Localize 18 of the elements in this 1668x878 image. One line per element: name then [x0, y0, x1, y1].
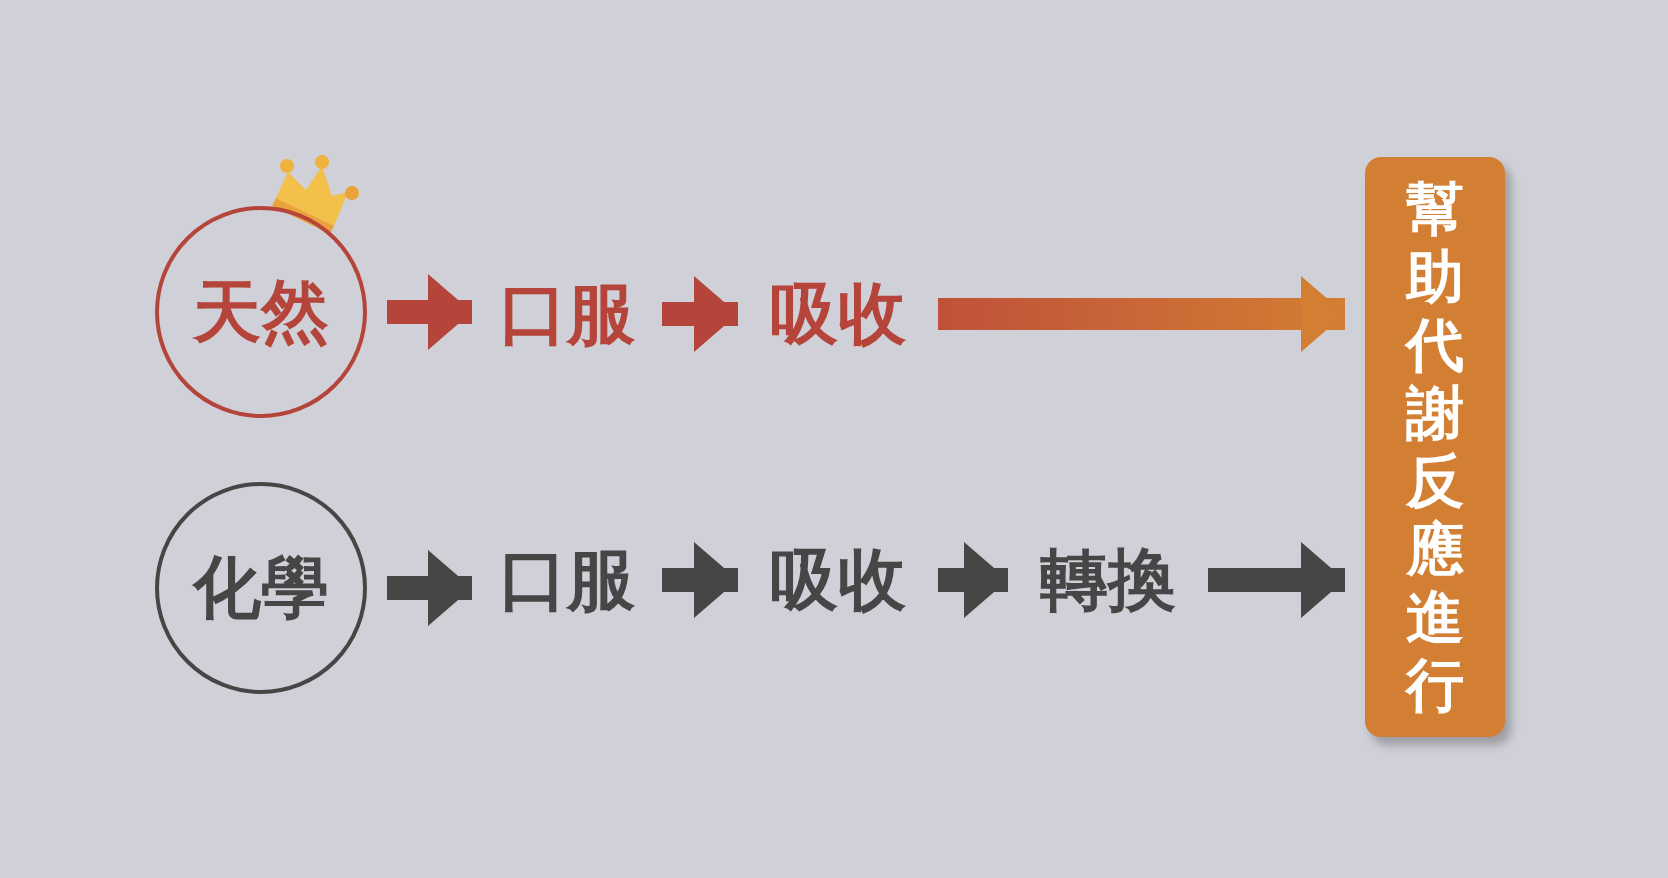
arrow [387, 550, 472, 626]
node-label: 天然 [193, 278, 329, 346]
arrow [938, 542, 1008, 618]
result-label: 幫助代謝反應進行 [1404, 175, 1465, 719]
circle-node [155, 482, 367, 694]
result-box [1365, 157, 1505, 737]
step-label: 口服 [499, 280, 635, 348]
circle-node [155, 206, 367, 418]
arrow [662, 276, 738, 352]
arrow [387, 274, 472, 350]
step-label: 口服 [499, 546, 635, 614]
step-label: 吸收 [770, 546, 906, 614]
node-label: 化學 [193, 554, 329, 622]
arrow [938, 276, 1345, 352]
step-label: 轉換 [1040, 546, 1176, 614]
arrow [662, 542, 738, 618]
arrow [1208, 542, 1345, 618]
step-label: 吸收 [770, 280, 906, 348]
